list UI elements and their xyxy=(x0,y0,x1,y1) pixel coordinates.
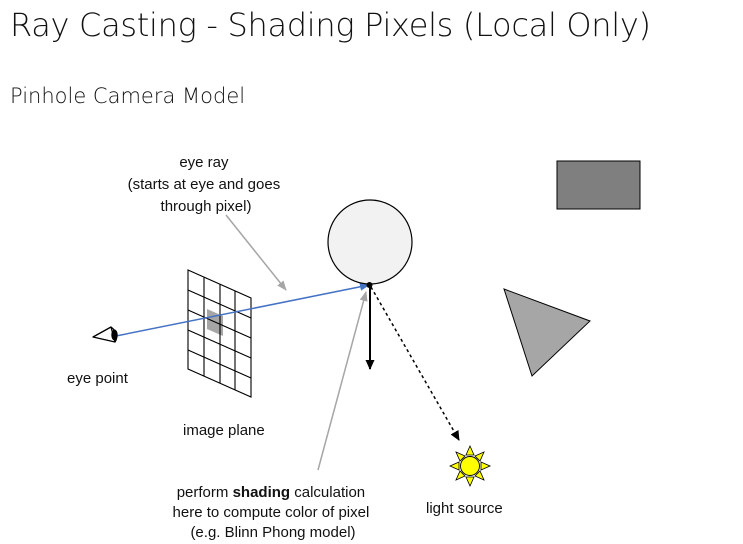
light-source-label: light source xyxy=(426,500,503,517)
shading-callout-arrow xyxy=(317,291,368,471)
slide-title: Ray Casting - Shading Pixels (Local Only… xyxy=(10,6,651,44)
triangle-object xyxy=(503,288,591,377)
sun-icon xyxy=(449,445,491,487)
sphere xyxy=(327,199,413,285)
eye-ray-callout-arrow xyxy=(225,214,287,291)
image-plane-grid xyxy=(187,269,252,398)
eye-ray-label: eye ray (starts at eye and goes through … xyxy=(128,154,285,215)
slide-subtitle: Pinhole Camera Model xyxy=(10,84,246,108)
shading-label: perform shading calculation here to comp… xyxy=(173,484,374,541)
shadow-ray xyxy=(370,286,460,441)
eye-point-label: eye point xyxy=(67,370,129,387)
image-plane-label: image plane xyxy=(183,422,265,439)
eye-ray xyxy=(115,282,370,337)
eye-icon xyxy=(92,326,118,343)
rectangle-object xyxy=(556,160,641,210)
